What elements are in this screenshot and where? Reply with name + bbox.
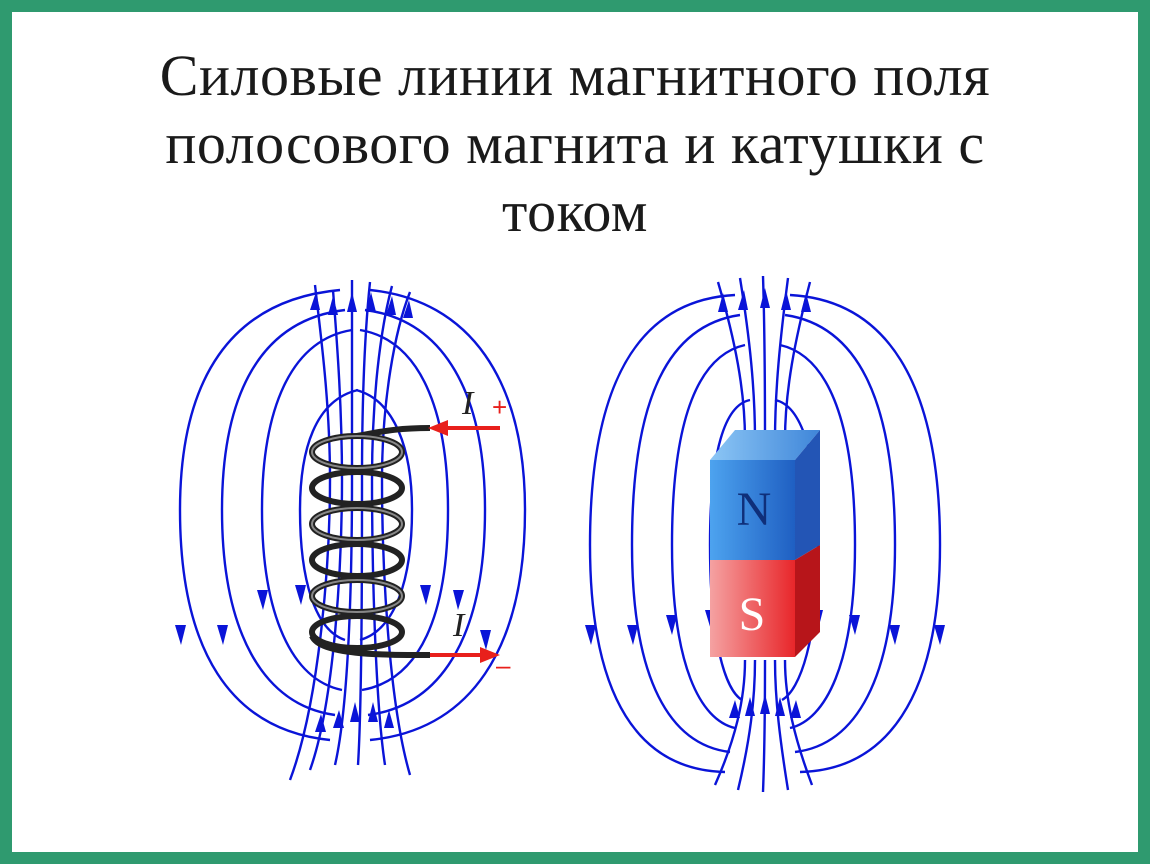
magnet-field-loop-right-3 <box>779 343 857 730</box>
south-pole-label: S <box>739 588 766 641</box>
magnet-top-face <box>710 430 820 460</box>
coil-arrow-up <box>403 300 413 318</box>
magnet-axial-line-8 <box>761 659 767 793</box>
magnet-axial-line-7 <box>736 659 757 791</box>
north-pole-label: N <box>737 483 772 536</box>
magnet-axial-line-10 <box>783 659 814 786</box>
title-line-1: Силовые линии магнитного поля <box>159 43 991 108</box>
coil-axial-line-2 <box>308 289 344 771</box>
coil-arrow-up <box>310 292 320 310</box>
magnet-field-loop-right-1 <box>789 293 942 774</box>
coil-turn <box>309 613 405 651</box>
magnet-field-loop-left-2 <box>630 313 741 754</box>
coil-axial-line-5 <box>370 285 394 766</box>
coil-axial-line-4 <box>356 281 372 766</box>
coil-arrow-up <box>315 714 326 732</box>
coil-field-loop-left-1 <box>178 288 341 742</box>
coil-field-arrows <box>175 292 491 732</box>
magnet-axial-line-6 <box>713 659 747 786</box>
coil-arrow-up <box>333 710 344 728</box>
current-label-top: I <box>461 385 475 422</box>
coil-arrow-down <box>480 630 491 650</box>
coil-arrow-up <box>350 702 360 722</box>
coil-arrow-down <box>420 585 431 605</box>
coil-arrow-up <box>384 710 394 728</box>
coil-arrow-down <box>217 625 228 645</box>
coil-field-loop-left-3 <box>260 328 353 692</box>
coil-arrow-up <box>368 702 378 722</box>
magnet-field-arrows <box>585 288 945 718</box>
coil-arrow-up <box>347 292 357 312</box>
coil-arrow-up <box>386 296 396 315</box>
coil-field-loop-left-2 <box>220 308 346 717</box>
page-title: Силовые линии магнитного поля полосового… <box>22 42 1128 246</box>
coil-field-loop-right-1 <box>369 288 527 742</box>
plus-sign: + <box>492 392 507 422</box>
coil-arrow-up <box>366 292 376 312</box>
current-label-bottom: I <box>452 607 466 644</box>
coil-arrow-down <box>257 590 268 610</box>
coil-arrow-down <box>295 585 306 605</box>
magnet-field-loop-left-3 <box>670 343 746 730</box>
title-line-3: током <box>502 179 648 244</box>
coil-turn <box>309 469 405 507</box>
coil-axial-line-6 <box>380 291 412 776</box>
coil-field-loop-right-2 <box>364 308 487 717</box>
coil-lead-bottom <box>309 634 431 658</box>
magnet-field-loop-right-2 <box>784 313 897 754</box>
magnet-field-lines <box>588 275 942 793</box>
title-line-2: полосового магнита и катушки с <box>165 111 985 176</box>
coil-turn <box>309 541 405 579</box>
coil-axial-line-3 <box>333 280 354 766</box>
coil-arrow-up <box>328 296 338 315</box>
magnet-side-north <box>795 430 820 560</box>
coil-axial-line-1 <box>288 284 332 781</box>
slide: Силовые линии магнитного поля полосового… <box>12 12 1138 852</box>
magnet-side-south <box>795 545 820 657</box>
coil-arrow-down <box>175 625 186 645</box>
coil-field-loop-right-3 <box>359 328 450 692</box>
magnet-south-face <box>710 560 795 657</box>
current-arrow-top <box>428 420 500 436</box>
coil-arrow-down <box>453 590 464 610</box>
bar-magnet: N S <box>710 430 820 657</box>
magnet-axial-line-9 <box>773 659 790 791</box>
minus-sign: – <box>496 650 511 680</box>
magnet-north-face <box>710 460 795 560</box>
coil-lead-top <box>356 425 431 439</box>
current-arrow-bottom <box>430 647 500 663</box>
coil-field-lines <box>178 280 527 781</box>
magnet-field-loop-left-1 <box>588 293 736 774</box>
